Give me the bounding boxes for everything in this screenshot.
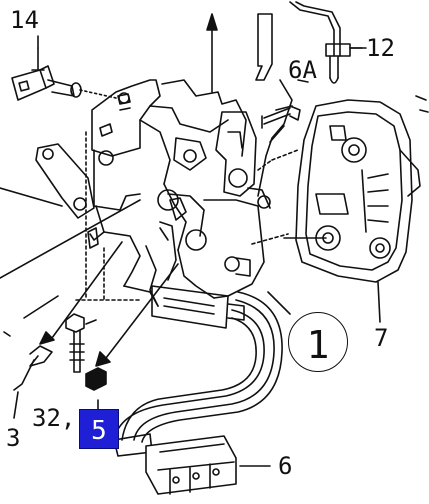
part-32-bolt	[65, 313, 97, 373]
callout-1: 1	[306, 323, 330, 367]
callout-5-highlight: 5	[79, 409, 119, 449]
callout-1-circle: 1	[288, 312, 348, 372]
callout-12: 12	[366, 34, 395, 62]
part-14-cylinder	[11, 47, 117, 101]
callout-3: 3	[6, 424, 21, 452]
inner-handle-lever	[35, 143, 95, 219]
callout-6: 6	[278, 452, 293, 480]
part-3-spring	[3, 331, 53, 391]
connector-bracket	[151, 285, 245, 329]
callout-6a: 6A	[288, 56, 317, 84]
construction-lines	[75, 131, 299, 301]
callout-7: 7	[374, 324, 389, 352]
callout-32: 32,	[32, 404, 76, 432]
bolt	[261, 105, 301, 129]
callout-5: 5	[91, 416, 107, 446]
part-6-connector	[113, 433, 271, 495]
part-7-housing	[283, 95, 429, 323]
latch-bracket	[87, 79, 271, 307]
wiring-harness	[113, 291, 283, 443]
part-6a-rod	[255, 13, 293, 197]
part-5-clip	[85, 367, 107, 415]
callout-14: 14	[10, 6, 39, 34]
